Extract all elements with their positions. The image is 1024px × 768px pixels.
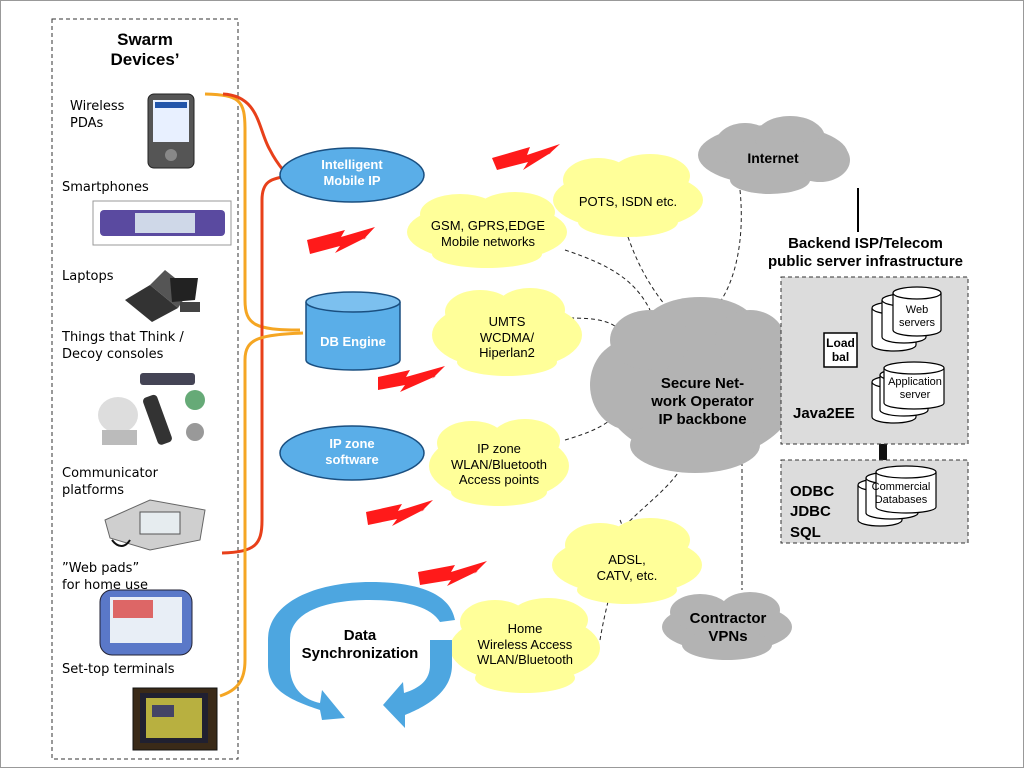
device-label-settop: Set-top terminals (62, 662, 175, 677)
adsl-cloud (552, 518, 702, 604)
sql-label: SQL (790, 523, 821, 541)
smartphone-icon (92, 200, 232, 246)
mobile-ip-ellipse (279, 147, 425, 203)
contractor-cloud (662, 592, 792, 660)
database-stack (857, 465, 937, 527)
java2ee-label: Java2EE (793, 405, 855, 422)
lightning-icon (366, 500, 433, 526)
lightning-icon (492, 144, 560, 170)
gadgets-icon (98, 373, 205, 445)
db-api-labels: ODBC JDBC SQL (790, 482, 834, 543)
tv-icon (132, 687, 218, 751)
device-label-laptops: Laptops (62, 269, 114, 284)
lightning-icon (307, 227, 375, 254)
sync-arrows (268, 582, 455, 728)
web-pad-icon (99, 589, 193, 656)
device-label-things: Things that Think /Decoy consoles (62, 330, 184, 362)
ip-zone-ellipse (279, 425, 425, 481)
odbc-label: ODBC (790, 483, 835, 500)
internet-cloud (698, 116, 850, 194)
web-server-stack (871, 286, 942, 352)
internet-label: Internet (747, 150, 799, 166)
app-db-connector (879, 443, 887, 461)
umts-cloud (432, 288, 582, 376)
laptops-icon (125, 270, 200, 322)
backbone-cloud (590, 297, 800, 473)
swarm-title: Swarm Devices’ (110, 30, 180, 70)
home-cloud (450, 598, 600, 693)
jdbc-label: JDBC (790, 503, 831, 521)
ipzone-cloud (429, 419, 569, 506)
lightning-icon (378, 366, 445, 392)
device-label-smartphone: Smartphones (62, 180, 149, 195)
db-engine-cylinder (305, 291, 401, 371)
db-engine-label: DB Engine (320, 334, 386, 349)
gsm-cloud (407, 192, 567, 268)
device-label-webpads: ”Web pads”for home use (62, 561, 149, 593)
adsl-label: ADSL,CATV, etc. (596, 552, 658, 583)
swarm-devices-box (51, 18, 239, 760)
load-balancer-box (823, 332, 858, 368)
pda-icon (147, 93, 195, 169)
app-server-stack (871, 361, 945, 424)
lightning-icon (418, 561, 487, 586)
communicator-icon (104, 499, 206, 551)
pots-label: POTS, ISDN etc. (578, 194, 678, 209)
lightning-bolts (307, 144, 560, 586)
pots-cloud (553, 154, 703, 237)
